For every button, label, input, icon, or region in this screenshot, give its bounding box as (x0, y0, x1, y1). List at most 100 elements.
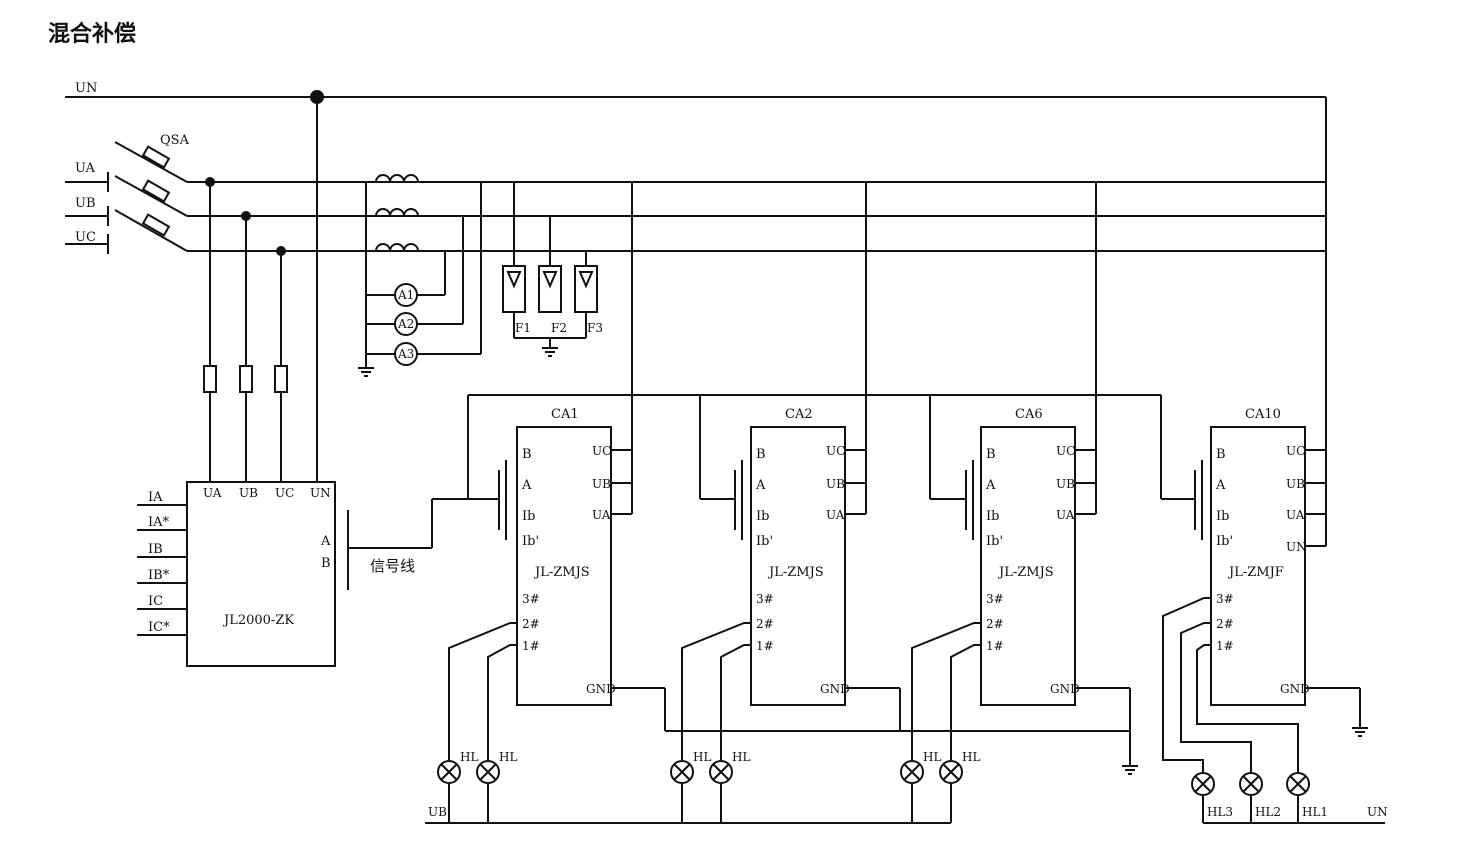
unit-voltage-label: UB (592, 477, 611, 491)
unit-output-label: 1# (986, 639, 1004, 653)
unit-input-label: B (986, 447, 996, 462)
controller-voltage-label: UC (275, 486, 294, 500)
unit-output-label: 3# (986, 592, 1004, 606)
unit-voltage-label: UA (826, 508, 845, 522)
unit-name: CA2 (785, 407, 813, 422)
unit-input-label: A (755, 478, 766, 493)
controller-input-label: IC (148, 594, 163, 609)
arrester-label: F3 (587, 321, 603, 335)
unit-gnd-label: GND (1050, 682, 1080, 696)
unit-output-label: 1# (1216, 639, 1234, 653)
lamp-icon (709, 760, 733, 784)
arrester-label: F1 (515, 321, 531, 335)
unit-name: CA6 (1015, 407, 1043, 422)
unit-name: CA1 (551, 407, 579, 422)
lamp-icon (476, 760, 500, 784)
lamp-label: HL (460, 750, 478, 764)
signal-line-label: 信号线 (370, 557, 415, 575)
bus-label-ua: UA (75, 161, 96, 176)
unit-output-label: 2# (1216, 617, 1234, 631)
unit-output-label: 2# (756, 617, 774, 631)
unit-output-label: 3# (756, 592, 774, 606)
unit-gnd-label: GND (820, 682, 850, 696)
unit-input-label: B (756, 447, 766, 462)
lamp-bus-label-un: UN (1367, 805, 1388, 819)
unit-input-label: Ib (1216, 509, 1229, 524)
unit-input-label: A (521, 478, 532, 493)
unit-voltage-label: UA (1286, 508, 1305, 522)
unit-voltage-label: UB (1286, 477, 1305, 491)
unit-voltage-label: UA (1056, 508, 1075, 522)
lamp-label: HL (693, 750, 711, 764)
unit-voltage-label: UC (826, 444, 845, 458)
signal-bus (347, 394, 1195, 590)
lamp-icon (670, 760, 694, 784)
unit-input-label: Ib' (986, 534, 1003, 549)
unit-input-label: Ib (986, 509, 999, 524)
controller-voltage-label: UA (203, 486, 222, 500)
unit-input-label: A (1215, 478, 1226, 493)
unit-model: JL-ZMJS (533, 565, 590, 580)
controller-input-label: IB (148, 542, 163, 557)
lamp-wiring (425, 622, 981, 824)
controller-model: JL2000-ZK (222, 613, 294, 628)
lamp-icon (900, 760, 924, 784)
unit-output-label: 1# (522, 639, 540, 653)
unit-voltage-label: UC (1286, 444, 1305, 458)
controller-input-label: IB* (148, 568, 170, 583)
current-transformers (358, 174, 482, 377)
lamp-icon (1191, 772, 1215, 796)
unit-voltage-label: UC (592, 444, 611, 458)
unit-gnd-label: GND (1280, 682, 1310, 696)
lamp-label: HL (923, 750, 941, 764)
unit-name: CA10 (1245, 407, 1281, 422)
unit-output-label: 1# (756, 639, 774, 653)
lamp-icon (1239, 772, 1263, 796)
ammeter-label: A2 (397, 317, 414, 331)
lamp-label: HL3 (1207, 805, 1233, 819)
unit-input-label: Ib (756, 509, 769, 524)
bus-label-ub: UB (75, 196, 96, 211)
unit-voltage-label: UN (1286, 540, 1307, 554)
ammeter-label: A1 (397, 288, 414, 302)
lamp-label: HL (499, 750, 517, 764)
unit-model: JL-ZMJS (997, 565, 1054, 580)
unit-input-label: B (522, 447, 532, 462)
lamp-label: HL (732, 750, 750, 764)
lamp-label: HL1 (1302, 805, 1328, 819)
switch-label: QSA (160, 133, 190, 148)
capacitor-unit-ca6 (965, 182, 1138, 775)
lamp-bus-label-ub: UB (428, 805, 447, 819)
controller-box (137, 481, 336, 667)
unit-model: JL-ZMJF (1227, 565, 1284, 580)
arrester-label: F2 (551, 321, 567, 335)
unit-input-label: Ib' (522, 534, 539, 549)
bus-label-uc: UC (75, 230, 96, 245)
unit-output-label: 3# (522, 592, 540, 606)
capacitor-unit-ca2 (734, 182, 901, 731)
lamp-icon (437, 760, 461, 784)
diagram-title: 混合补偿 (48, 22, 137, 47)
ca10-lamp-wiring (1162, 597, 1385, 824)
unit-voltage-label: UA (592, 508, 611, 522)
unit-voltage-label: UB (1056, 477, 1075, 491)
lamp-icon (1286, 772, 1310, 796)
controller-input-label: IC* (148, 620, 170, 635)
lamp-icon (939, 760, 963, 784)
qsa-switch (114, 141, 188, 252)
bus-lines (65, 96, 1327, 546)
controller-comm-b: B (321, 556, 331, 571)
unit-output-label: 3# (1216, 592, 1234, 606)
unit-input-label: Ib (522, 509, 535, 524)
unit-output-label: 2# (522, 617, 540, 631)
controller-voltage-label: UB (239, 486, 258, 500)
unit-voltage-label: UB (826, 477, 845, 491)
ammeter-label: A3 (397, 347, 414, 361)
controller-voltage-label: UN (310, 486, 331, 500)
lamp-label: HL2 (1255, 805, 1281, 819)
surge-arresters (502, 182, 598, 357)
controller-comm-a: A (320, 534, 331, 549)
bus-label-un: UN (75, 81, 97, 96)
capacitor-unit-ca1 (498, 182, 666, 731)
